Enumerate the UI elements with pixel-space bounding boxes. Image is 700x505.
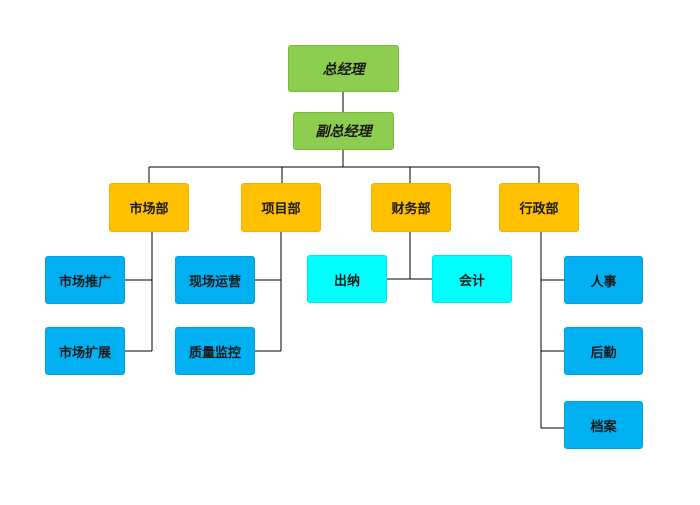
unit-site-operations-box: 现场运营	[175, 256, 255, 304]
dept-admin-box: 行政部	[499, 183, 579, 232]
unit-logistics-box: 后勤	[564, 327, 643, 375]
general-manager-box: 总经理	[288, 45, 399, 92]
unit-archives-box: 档案	[564, 401, 643, 449]
unit-market-promotion-box: 市场推广	[45, 256, 125, 304]
dept-project-box: 项目部	[241, 183, 321, 232]
deputy-general-manager-box: 副总经理	[293, 112, 394, 150]
dept-finance-box: 财务部	[371, 183, 451, 232]
unit-accounting-box: 会计	[432, 255, 512, 303]
unit-hr-box: 人事	[564, 256, 643, 304]
dept-market-box: 市场部	[109, 183, 189, 232]
unit-quality-control-box: 质量监控	[175, 327, 255, 375]
unit-market-expansion-box: 市场扩展	[45, 327, 125, 375]
unit-cashier-box: 出纳	[307, 255, 387, 303]
